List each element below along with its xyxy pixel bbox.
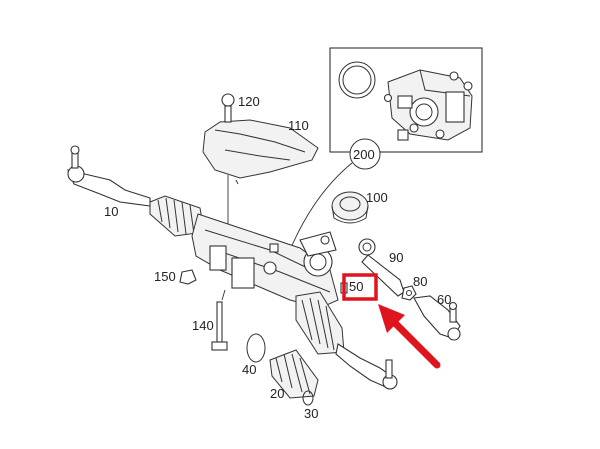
callout-30: 30 — [304, 406, 318, 421]
callout-60: 60 — [437, 292, 451, 307]
callout-150: 150 — [154, 269, 176, 284]
right-tie-rod-end-lower — [335, 343, 398, 390]
callout-50: 50 — [349, 279, 363, 294]
callout-110: 110 — [288, 118, 309, 133]
part-120-bolt — [221, 93, 235, 123]
part-40-clamp-ring — [246, 333, 266, 363]
part-60-tie-rod-end-right — [413, 295, 461, 341]
part-100-seal — [331, 191, 369, 224]
callout-20: 20 — [270, 386, 284, 401]
callout-200-circle — [349, 138, 381, 170]
callout-200: 200 — [353, 147, 375, 162]
inset-o-ring — [338, 61, 376, 99]
callout-140: 140 — [192, 318, 214, 333]
leader-200 — [289, 162, 353, 251]
highlight-box — [342, 273, 378, 301]
part-30-clamp — [302, 390, 314, 406]
highlight-arrow-icon — [378, 304, 441, 369]
callout-120: 120 — [238, 94, 260, 109]
callout-80: 80 — [413, 274, 427, 289]
part-80-nut — [401, 285, 417, 301]
part-10-tie-rod-end-left — [67, 145, 151, 207]
right-bellows — [295, 291, 345, 355]
part-90-inner-tie-rod — [358, 238, 405, 297]
part-150-nut — [179, 269, 197, 285]
part-20-boot — [269, 349, 319, 399]
callout-100: 100 — [366, 190, 388, 205]
callout-10: 10 — [104, 204, 118, 219]
inset-detail-200 — [329, 47, 483, 153]
part-110-heat-shield — [202, 119, 319, 250]
inset-motor-unit — [383, 69, 473, 141]
part-140-long-bolt — [211, 289, 228, 351]
callout-90: 90 — [389, 250, 403, 265]
callout-40: 40 — [242, 362, 256, 377]
steering-rack-housing — [191, 213, 339, 309]
